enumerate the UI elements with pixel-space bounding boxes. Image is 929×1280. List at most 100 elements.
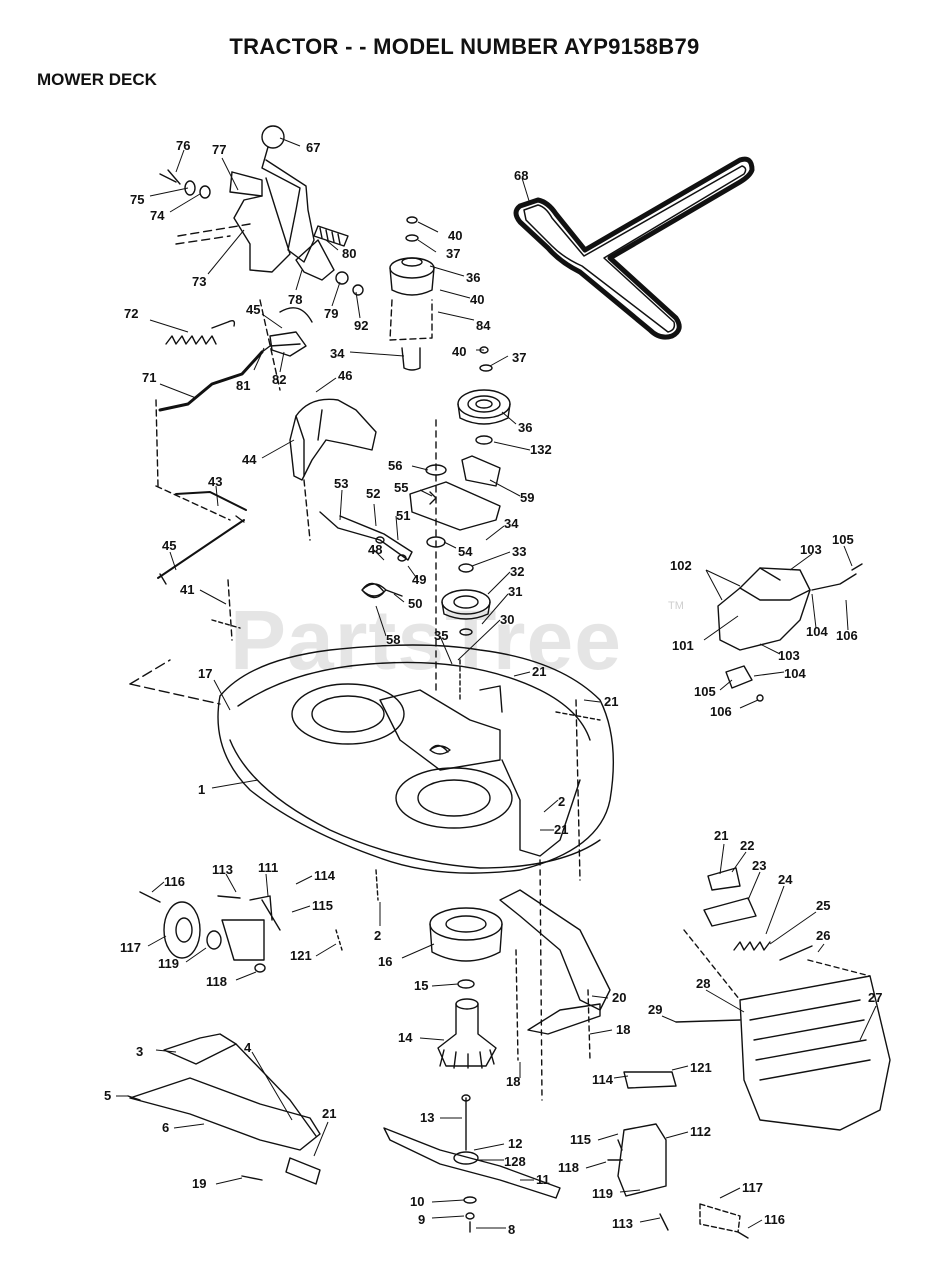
callout-label: 2 <box>374 928 381 943</box>
callout-label: 92 <box>354 318 368 333</box>
callout-label: 117 <box>742 1180 763 1195</box>
callout-label: 21 <box>532 664 546 679</box>
callout-label: 106 <box>710 704 732 719</box>
callout-label: 15 <box>414 978 428 993</box>
callout-label: 36 <box>466 270 480 285</box>
callout-label: 55 <box>394 480 408 495</box>
callout-label: 121 <box>690 1060 712 1075</box>
lift-knob <box>261 125 285 149</box>
callout-label: 106 <box>836 628 858 643</box>
mower-blade <box>383 1127 561 1199</box>
callout-label: 45 <box>162 538 176 553</box>
callout-label: 79 <box>324 306 338 321</box>
callout-label: 101 <box>672 638 694 653</box>
callout-label: 11 <box>536 1172 550 1187</box>
callout-label: 43 <box>208 474 222 489</box>
callout-label: 77 <box>212 142 226 157</box>
callout-labels: 76 77 67 75 74 73 80 78 79 92 68 40 37 3… <box>104 138 882 1237</box>
callout-label: 49 <box>412 572 426 587</box>
callout-label: 78 <box>288 292 302 307</box>
callout-label: 4 <box>244 1040 252 1055</box>
callout-label: 51 <box>396 508 410 523</box>
callout-label: 128 <box>504 1154 526 1169</box>
callout-label: 37 <box>512 350 526 365</box>
callout-label: 132 <box>530 442 552 457</box>
callout-label: 5 <box>104 1088 111 1103</box>
callout-label: 68 <box>514 168 528 183</box>
callout-label: 28 <box>696 976 710 991</box>
callout-label: 114 <box>314 868 336 883</box>
callout-label: 34 <box>504 516 519 531</box>
drive-belt <box>513 156 755 340</box>
callout-label: 84 <box>476 318 491 333</box>
callout-label: 1 <box>198 782 205 797</box>
callout-label: 45 <box>246 302 260 317</box>
callout-label: 14 <box>398 1030 413 1045</box>
callout-label: 18 <box>616 1022 630 1037</box>
spindle-pulley <box>429 907 503 941</box>
callout-label: 21 <box>322 1106 336 1121</box>
callout-label: 119 <box>158 956 179 971</box>
callout-label: 3 <box>136 1044 143 1059</box>
mower-deck <box>217 644 615 874</box>
callout-label: 53 <box>334 476 348 491</box>
callout-label: 12 <box>508 1136 522 1151</box>
callout-label: 23 <box>752 858 766 873</box>
callout-label: 114 <box>592 1072 614 1087</box>
callout-label: 121 <box>290 948 312 963</box>
callout-label: 35 <box>434 628 448 643</box>
callout-label: 21 <box>714 828 728 843</box>
callout-label: 31 <box>508 584 522 599</box>
callout-label: 81 <box>236 378 250 393</box>
callout-label: 44 <box>242 452 257 467</box>
callout-label: 112 <box>690 1124 711 1139</box>
callout-label: 40 <box>452 344 466 359</box>
callout-label: 104 <box>806 624 828 639</box>
callout-label: 56 <box>388 458 402 473</box>
callout-label: 115 <box>570 1132 591 1147</box>
callout-label: 46 <box>338 368 352 383</box>
callout-label: 116 <box>164 874 185 889</box>
page-title: TRACTOR - - MODEL NUMBER AYP9158B79 <box>229 34 700 59</box>
callout-label: 16 <box>378 954 392 969</box>
callout-label: 20 <box>612 990 626 1005</box>
spring <box>165 319 236 345</box>
callout-label: 111 <box>258 860 278 875</box>
callout-label: 24 <box>778 872 793 887</box>
gauge-wheel <box>163 901 201 959</box>
callout-label: 117 <box>120 940 141 955</box>
callout-label: 67 <box>306 140 320 155</box>
callout-label: 103 <box>778 648 800 663</box>
callout-label: 104 <box>784 666 806 681</box>
callout-label: 2 <box>558 794 565 809</box>
callout-label: 103 <box>800 542 822 557</box>
callout-label: 74 <box>150 208 165 223</box>
callout-label: 30 <box>500 612 514 627</box>
callout-label: 71 <box>142 370 156 385</box>
callout-label: 27 <box>868 990 882 1005</box>
belt-guard <box>289 398 377 481</box>
callout-label: 19 <box>192 1176 206 1191</box>
callout-label: 22 <box>740 838 754 853</box>
callout-label: 8 <box>508 1222 515 1237</box>
callout-label: 105 <box>832 532 854 547</box>
callout-label: 75 <box>130 192 144 207</box>
callout-label: 41 <box>180 582 194 597</box>
callout-label: 102 <box>670 558 692 573</box>
watermark-tm: TM <box>668 600 684 612</box>
callout-label: 21 <box>604 694 618 709</box>
callout-label: 40 <box>448 228 462 243</box>
callout-label: 9 <box>418 1212 425 1227</box>
callout-label: 18 <box>506 1074 520 1089</box>
callout-label: 118 <box>206 974 227 989</box>
callout-label: 54 <box>458 544 473 559</box>
callout-label: 26 <box>816 928 830 943</box>
callout-label: 80 <box>342 246 356 261</box>
callout-label: 33 <box>512 544 526 559</box>
section-title: MOWER DECK <box>37 70 157 89</box>
callout-label: 113 <box>212 862 233 877</box>
callout-label: 36 <box>518 420 532 435</box>
callout-label: 82 <box>272 372 286 387</box>
